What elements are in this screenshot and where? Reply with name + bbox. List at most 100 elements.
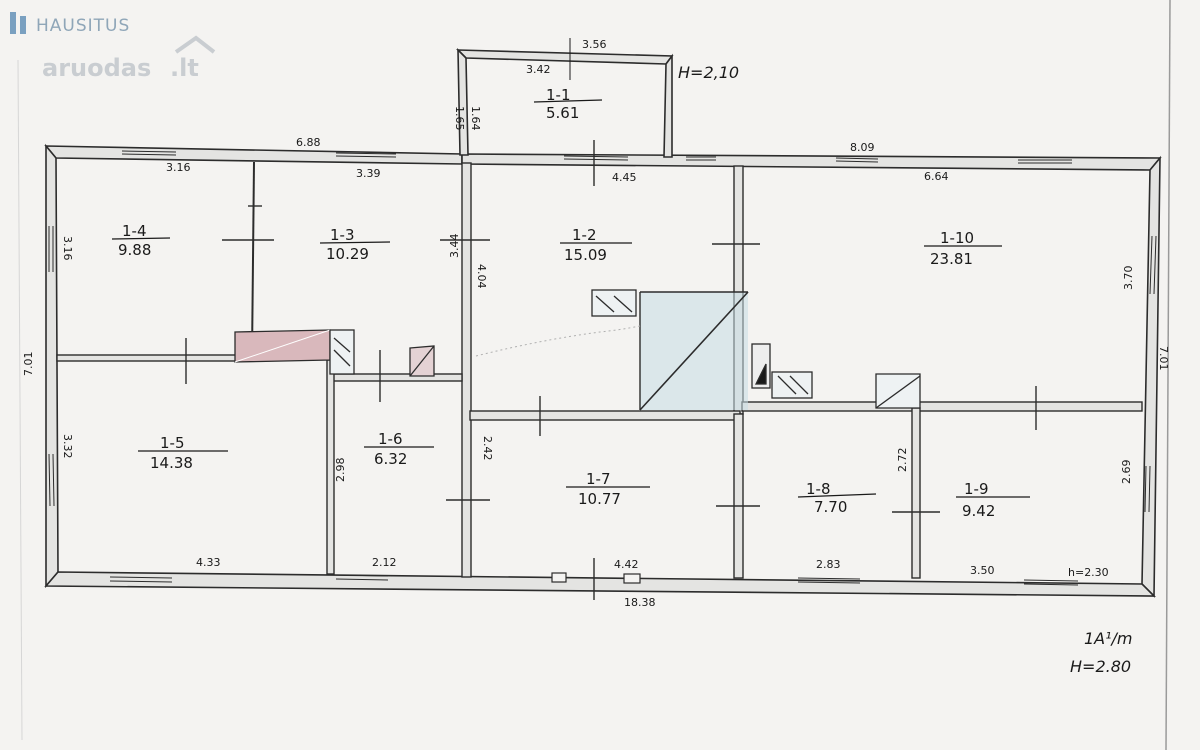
room-code: 1-2 <box>572 226 597 244</box>
annex-walls <box>456 48 674 158</box>
dim-r17-bottom: 4.42 <box>614 558 639 571</box>
dim-left-total: 7.01 <box>22 352 35 377</box>
window-bottom-1 <box>109 576 173 583</box>
stoves <box>234 289 921 409</box>
window-left-1 <box>48 226 54 272</box>
room-labels: 1-1 5.61 1-2 15.09 1-3 10.29 1-4 9.88 1-… <box>111 86 1030 520</box>
window-right-2 <box>1144 465 1151 513</box>
dim-right-r110: 3.70 <box>1122 266 1135 291</box>
chimney-1 <box>329 329 355 375</box>
page-edge-left <box>17 59 23 741</box>
aruodas-logo: aruodas .lt <box>42 35 216 82</box>
dim-r13-right: 3.44 <box>448 234 461 259</box>
room-1-9: 1-9 9.42 <box>956 480 1030 520</box>
window-bottom-2 <box>335 574 389 581</box>
annex-height-note: H=2,10 <box>678 63 739 82</box>
room-1-6: 1-6 6.32 <box>364 430 434 468</box>
dim-left-r14: 3.16 <box>61 236 74 261</box>
window-left-2 <box>48 453 55 507</box>
room-1-2: 1-2 15.09 <box>560 226 632 264</box>
wall-110-18 <box>741 401 1143 412</box>
room-code: 1-8 <box>806 480 831 498</box>
plan-notes: H=2,10 1A¹/m H=2.80 <box>678 63 1133 676</box>
wall-15-16 <box>326 359 335 575</box>
room-1-5: 1-5 14.38 <box>138 434 228 472</box>
room-area: 9.42 <box>962 502 995 520</box>
hausitus-logo-text: HAUSITUS <box>36 16 130 36</box>
window-top-6 <box>1018 159 1072 164</box>
wall-14-15 <box>56 354 238 362</box>
dim-top-annex-width: 3.56 <box>582 38 607 51</box>
partition-14-13 <box>251 161 255 357</box>
pier-1 <box>551 572 567 583</box>
room-code: 1-1 <box>546 86 571 104</box>
dim-r16-bottom: 2.12 <box>372 556 397 569</box>
wall-left <box>45 143 59 589</box>
room-area: 9.88 <box>118 241 151 259</box>
page-edge <box>1165 0 1171 750</box>
room-area: 5.61 <box>546 104 579 122</box>
staircase <box>475 291 749 411</box>
chimney-3 <box>771 371 813 399</box>
room-code: 1-6 <box>378 430 403 448</box>
dim-annex-left-a: 1.65 <box>453 106 466 131</box>
wall-18-19 <box>911 407 921 579</box>
dim-h-bottom-right: h=2.30 <box>1068 566 1109 579</box>
dim-r14-top: 3.16 <box>166 161 191 174</box>
room-1-7: 1-7 10.77 <box>566 470 650 508</box>
dim-right-total: 7.01 <box>1157 346 1170 371</box>
dim-r19-bottom: 3.50 <box>970 564 995 577</box>
room-1-1: 1-1 5.61 <box>533 86 603 122</box>
room-1-3: 1-3 10.29 <box>319 226 391 263</box>
dim-r110-top: 6.64 <box>924 170 949 183</box>
room-1-10: 1-10 23.81 <box>924 229 1002 268</box>
window-top-5 <box>835 157 879 163</box>
door-marks <box>185 140 1037 600</box>
door-14-13 <box>222 205 274 241</box>
room-area: 15.09 <box>564 246 607 264</box>
wall-bottom <box>44 571 1156 597</box>
window-top-2 <box>335 152 397 158</box>
dimension-labels: 3.56 3.42 1.65 1.64 6.88 3.16 3.39 4.45 … <box>22 38 1170 609</box>
dim-r17-left: 2.42 <box>481 436 494 461</box>
room-area: 7.70 <box>814 498 847 516</box>
room-area: 14.38 <box>150 454 193 472</box>
aruodas-logo-tld: .lt <box>170 54 199 82</box>
dim-left-r15: 3.32 <box>61 434 74 459</box>
window-top-3 <box>563 155 629 161</box>
room-code: 1-10 <box>940 229 974 247</box>
dim-annex-left-b: 1.64 <box>469 106 482 131</box>
dim-r16-left: 2.98 <box>334 458 347 483</box>
room-area: 6.32 <box>374 450 407 468</box>
dim-r18-bottom: 2.83 <box>816 558 841 571</box>
window-top-4 <box>686 156 716 161</box>
hausitus-logo-icon-b <box>20 16 26 34</box>
windows <box>48 150 1157 586</box>
exterior-walls <box>44 143 1162 598</box>
ceiling-height-note: H=2.80 <box>1070 657 1131 676</box>
wall-12-17 <box>469 410 741 421</box>
hausitus-logo: HAUSITUS <box>10 12 130 36</box>
sheet-id-note: 1A¹/m <box>1084 629 1133 648</box>
hausitus-logo-icon <box>10 12 16 34</box>
dim-r12-left: 4.04 <box>475 264 488 289</box>
room-1-8: 1-8 7.70 <box>797 480 877 516</box>
dim-r15-bottom: 4.33 <box>196 556 221 569</box>
window-top-1 <box>121 150 177 156</box>
dim-r12-top: 4.45 <box>612 171 637 184</box>
dim-top-left-total: 6.88 <box>296 136 321 149</box>
aruodas-logo-text: aruodas <box>42 54 151 82</box>
wall-17-18 <box>733 413 744 579</box>
window-right-1 <box>1149 235 1157 295</box>
pier-2 <box>623 573 641 584</box>
chimney-2 <box>591 289 637 317</box>
dim-r18-right: 2.72 <box>896 448 909 473</box>
dim-r13-top: 3.39 <box>356 167 381 180</box>
room-1-4: 1-4 9.88 <box>111 222 171 259</box>
wall-13-12 <box>461 162 472 578</box>
room-code: 1-4 <box>122 222 147 240</box>
dim-top-right-total: 8.09 <box>850 141 875 154</box>
room-code: 1-5 <box>160 434 185 452</box>
